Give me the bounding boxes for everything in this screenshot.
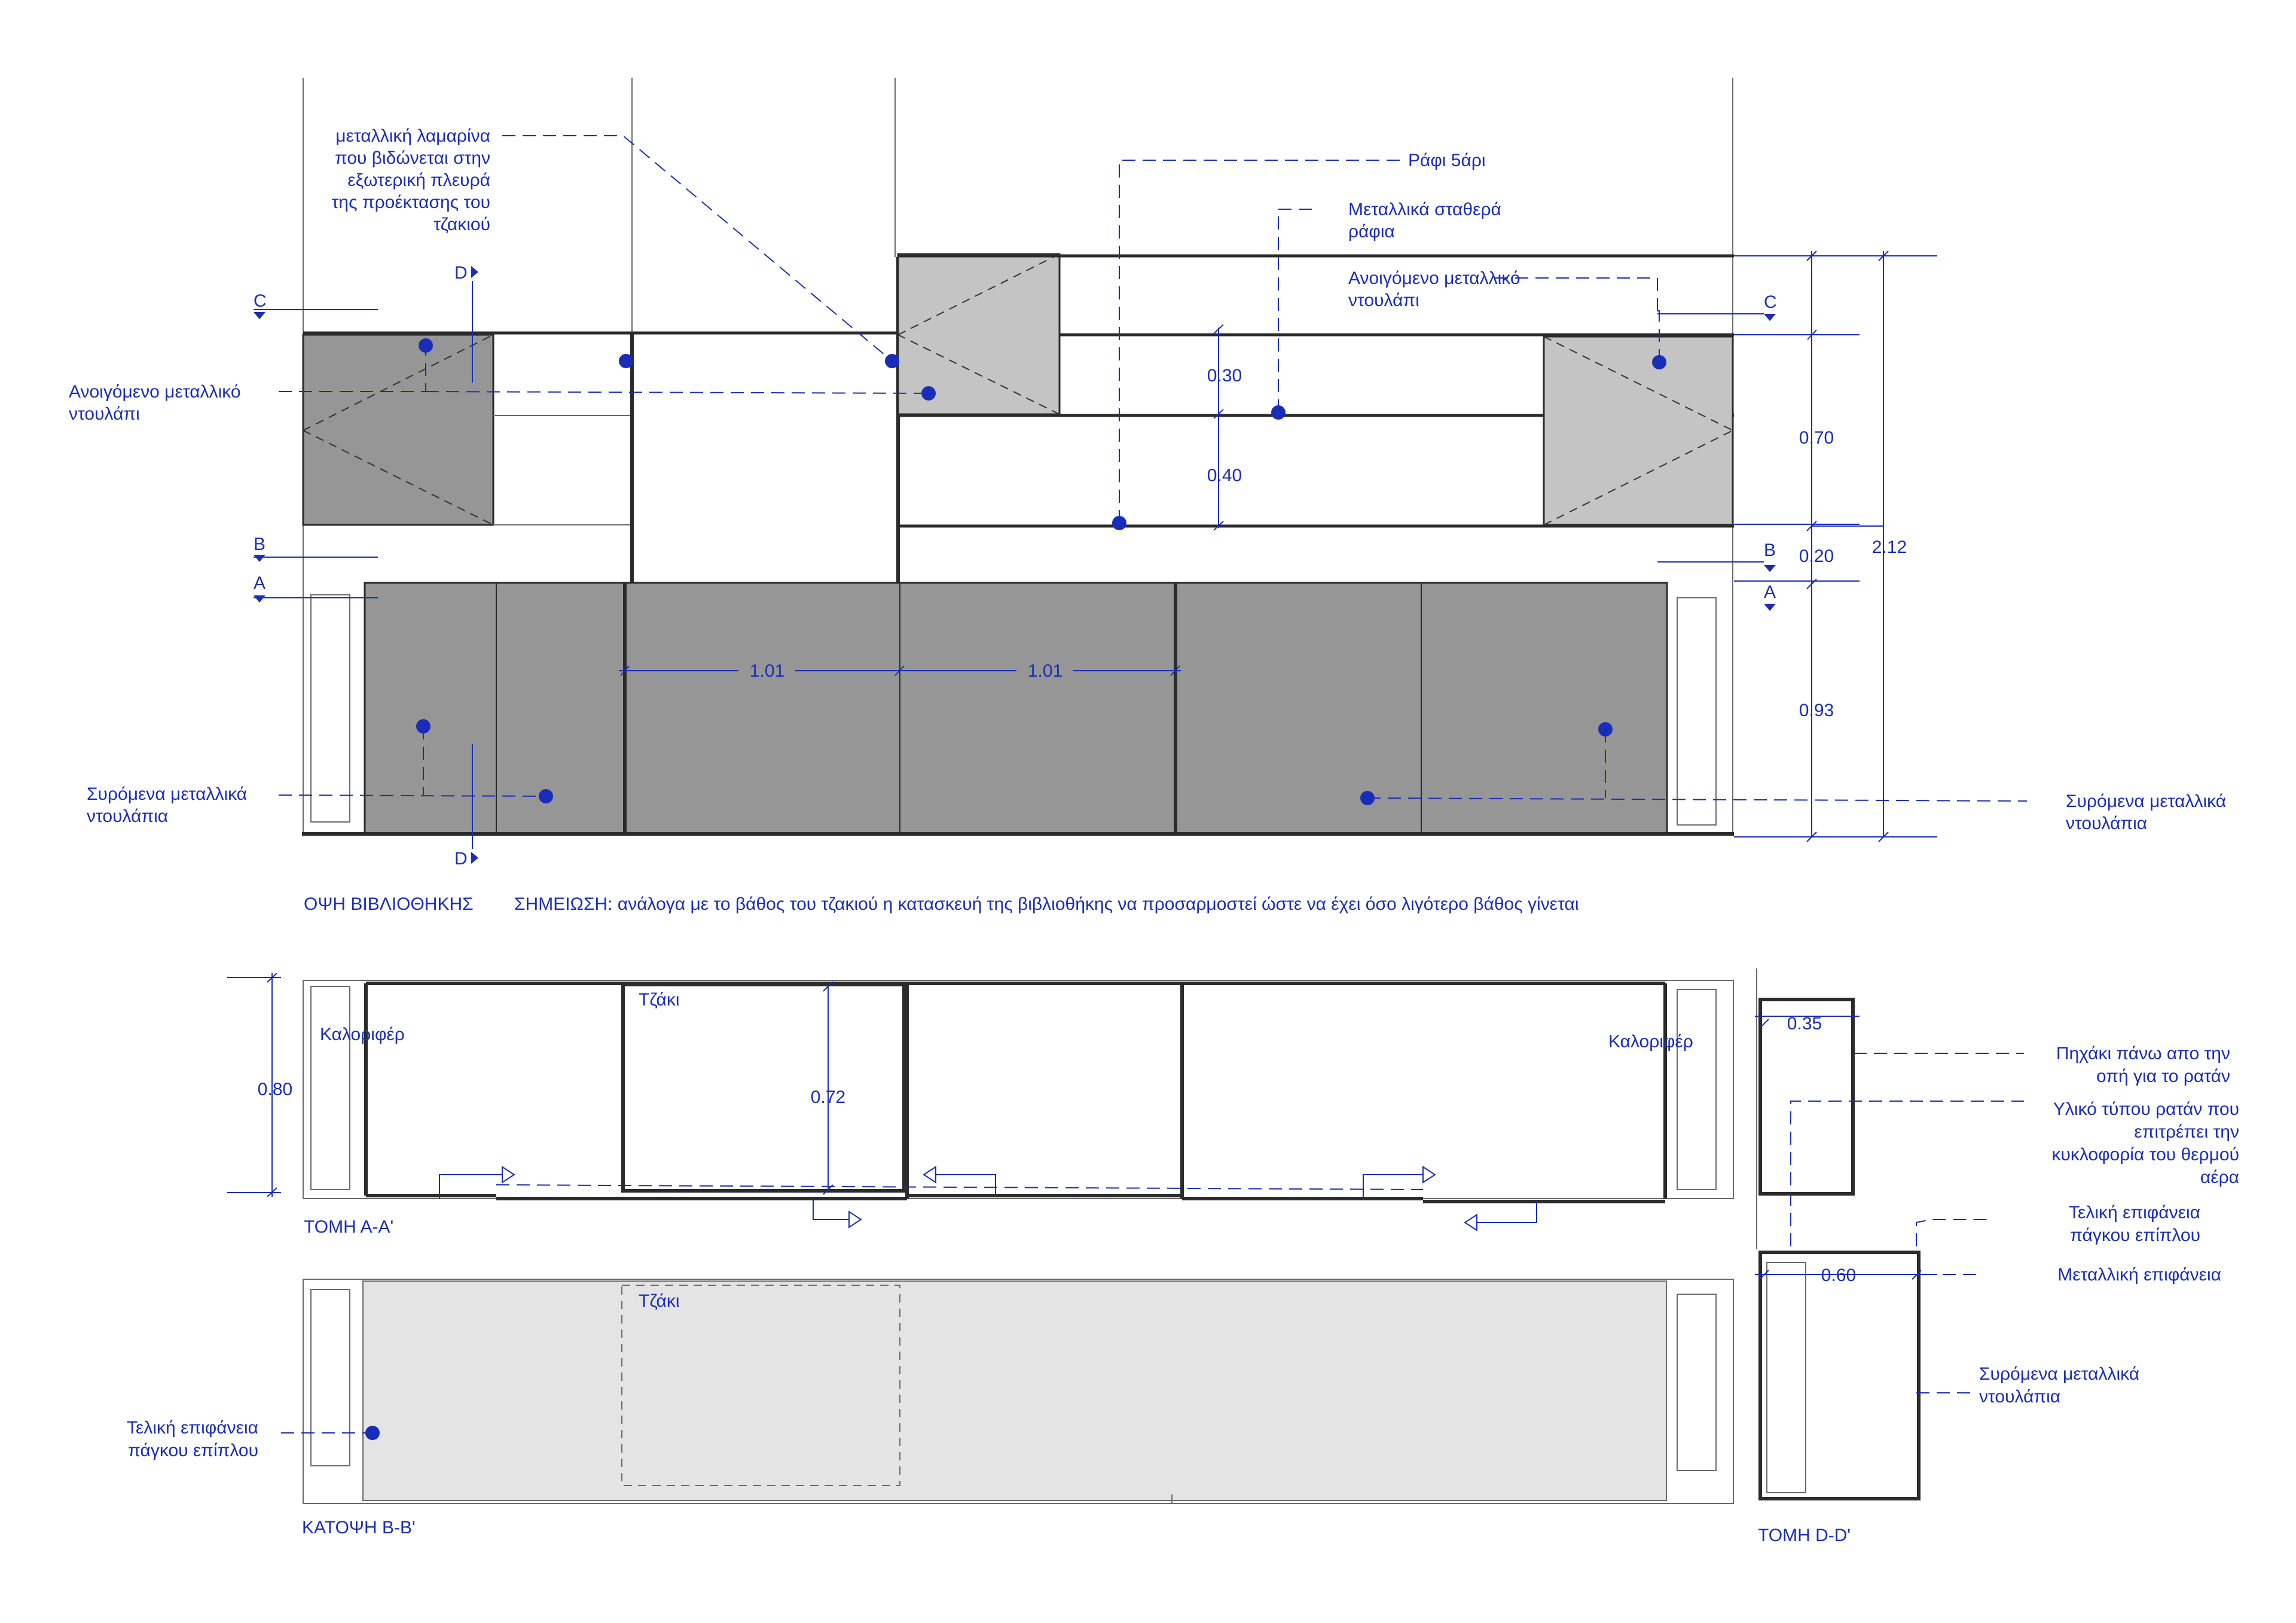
rattan-label-2: επιτρέπει την <box>2134 1122 2239 1142</box>
label-sliding-right-1: Συρόμενα μεταλλικά <box>2066 791 2226 811</box>
dim-080: 0.80 <box>258 1080 292 1099</box>
plan-bb-title: ΚΑΤΟΨΗ Β-Β' <box>302 1518 416 1538</box>
svg-text:B: B <box>1764 540 1776 560</box>
slide-arrows <box>439 1166 1537 1231</box>
svg-text:A: A <box>254 573 265 593</box>
metal-surface-label: Μεταλλική επιφάνεια <box>2057 1265 2221 1285</box>
plan-bb-drawing: Τζάκι Τελική επιφάνεια πάγκου επίπλου ΚΑ… <box>127 1279 1734 1538</box>
section-dd-title: ΤΟΜΗ D-D' <box>1758 1526 1851 1545</box>
section-marker-d-top: D <box>454 263 478 383</box>
dim-060: 0.60 <box>1821 1266 1856 1285</box>
dim-101-b: 1.01 <box>1028 661 1062 681</box>
label-sheet-metal-5: τζακιού <box>433 215 490 234</box>
label-fixed-shelves-2: ράφια <box>1348 222 1395 242</box>
section-marker-a-right: A <box>1764 582 1776 611</box>
dim-040: 0.40 <box>1207 466 1242 485</box>
label-opening-right-1: Ανοιγόμενο μεταλλικό <box>1348 268 1521 288</box>
section-dd-drawing: 0.35 0.60 Πηχάκι πάνω απο την οπή για το… <box>1755 968 2239 1545</box>
sliding-dd-label-1: Συρόμενα μεταλλικά <box>1979 1364 2139 1384</box>
section-marker-b-right: B <box>1657 540 1776 572</box>
svg-text:B: B <box>254 534 265 554</box>
label-opening-left-2: ντουλάπι <box>69 404 140 424</box>
fireplace-label-aa: Τζάκι <box>639 990 680 1010</box>
dim-030: 0.30 <box>1207 366 1242 386</box>
section-aa-title: ΤΟΜΗ Α-Α' <box>304 1217 393 1237</box>
section-marker-b-left: B <box>254 534 378 562</box>
label-sheet-metal-3: εξωτερική πλευρά <box>347 170 490 190</box>
label-opening-left-1: Ανοιγόμενο μεταλλικό <box>69 382 241 402</box>
sliding-dd-label-2: ντουλάπια <box>1979 1387 2060 1407</box>
label-sheet-metal-1: μεταλλική λαμαρίνα <box>335 126 490 146</box>
svg-text:D: D <box>454 263 468 283</box>
elevation-title: ΟΨΗ ΒΙΒΛΙΟΘΗΚΗΣ <box>304 894 474 914</box>
rattan-label-4: αέρα <box>2200 1167 2239 1187</box>
dim-093: 0.93 <box>1799 701 1834 720</box>
rattan-label-3: κυκλοφορία του θερμού <box>2051 1145 2239 1164</box>
acoustic-label-1: Πηχάκι πάνω απο την <box>2056 1044 2230 1063</box>
section-aa-drawing: Καλοριφέρ Καλοριφέρ Τζάκι 0.80 0.72 ΤΟΜΗ… <box>227 973 1734 1237</box>
surface-label-2: πάγκου επίπλου <box>128 1441 258 1460</box>
top-surface-label-1: Τελική επιφάνεια <box>2069 1203 2200 1222</box>
radiator-left-label: Καλοριφέρ <box>320 1025 405 1044</box>
dim-020: 0.20 <box>1799 546 1834 566</box>
fireplace-label-bb: Τζάκι <box>639 1291 680 1311</box>
label-shelf: Ράφι 5άρι <box>1408 151 1486 170</box>
upper-right-cabinet <box>1543 335 1734 526</box>
label-opening-right-2: ντουλάπι <box>1348 291 1419 310</box>
radiator-right-label: Καλοριφέρ <box>1608 1032 1693 1052</box>
surface-label-1: Τελική επιφάνεια <box>127 1418 258 1438</box>
svg-text:D: D <box>454 849 468 869</box>
dim-035: 0.35 <box>1787 1014 1822 1034</box>
lower-cabinets <box>364 582 1668 835</box>
upper-left-cabinet <box>302 334 494 526</box>
countertop-surface <box>362 1280 1667 1501</box>
elevation-drawing: C B A C B A D <box>69 78 2226 914</box>
rattan-label-1: Υλικό τύπου ρατάν που <box>2053 1099 2239 1119</box>
label-sliding-left-2: ντουλάπια <box>87 806 168 826</box>
dim-070: 0.70 <box>1799 428 1834 448</box>
section-marker-c-right: C <box>1657 292 1777 321</box>
top-surface-label-2: πάγκου επίπλου <box>2070 1225 2200 1245</box>
label-sliding-right-2: ντουλάπια <box>2066 814 2147 833</box>
svg-text:C: C <box>1764 292 1777 312</box>
label-fixed-shelves-1: Μεταλλικά σταθερά <box>1348 200 1501 219</box>
section-marker-a-left: A <box>254 573 378 603</box>
label-sheet-metal-2: που βιδώνεται στην <box>335 148 490 168</box>
dim-072: 0.72 <box>811 1087 845 1107</box>
svg-text:A: A <box>1764 582 1776 602</box>
elevation-note: ΣΗΜΕΙΩΣΗ: ανάλογα με το βάθος του τζακιο… <box>514 894 1579 914</box>
dim-101-a: 1.01 <box>750 661 784 681</box>
label-sheet-metal-4: της προέκτασης του <box>332 192 490 212</box>
section-marker-d-bottom: D <box>454 744 478 869</box>
acoustic-label-2: οπή για το ρατάν <box>2096 1066 2230 1086</box>
svg-text:C: C <box>254 291 267 311</box>
section-marker-c-left: C <box>254 291 378 319</box>
dim-212: 2.12 <box>1872 537 1907 557</box>
label-sliding-left-1: Συρόμενα μεταλλικά <box>87 784 247 804</box>
